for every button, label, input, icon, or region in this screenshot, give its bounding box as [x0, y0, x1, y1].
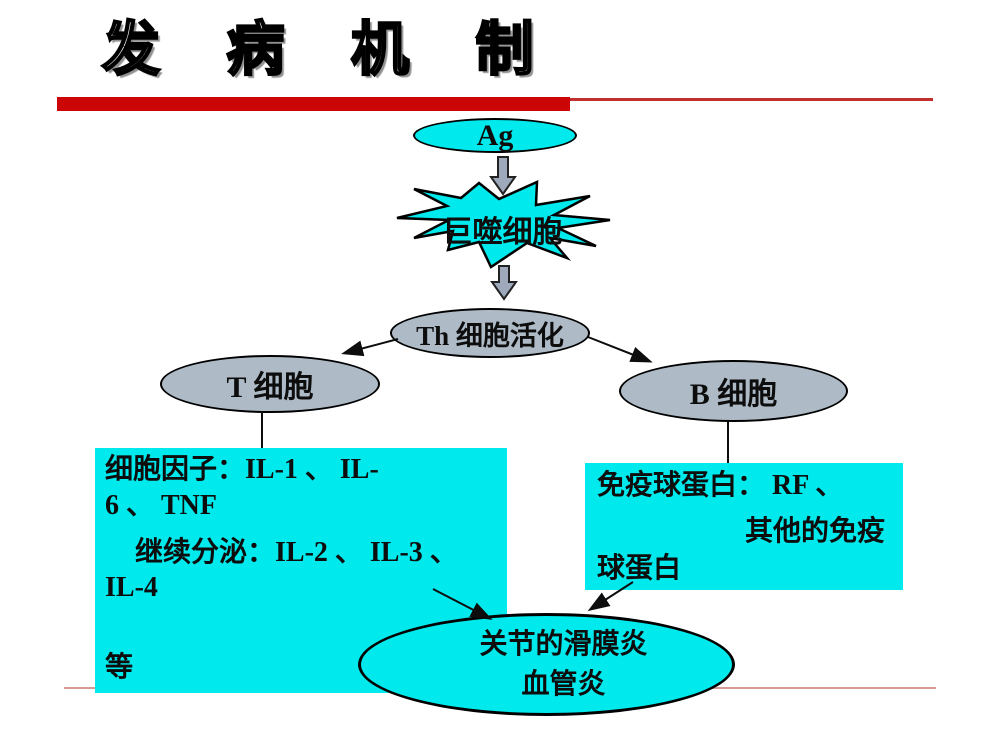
b-box-line: 球蛋白: [597, 553, 682, 584]
block-arrow-macrophage-to-th: [490, 265, 518, 301]
b-cell-products-box: 免疫球蛋白： RF 、 其他的免疫 球蛋白: [585, 463, 903, 590]
title-underline-bar: [57, 97, 570, 111]
th-activation-ellipse: Th 细胞活化: [390, 308, 590, 358]
b-cell-ellipse: B 细胞: [619, 360, 848, 422]
t-box-line: 等: [105, 652, 134, 683]
title-underline-thin-line: [570, 98, 933, 101]
outcome-line-synovitis: 关节的滑膜炎: [479, 628, 648, 660]
t-box-line: 细胞因子：IL-1 、 IL-: [105, 454, 379, 485]
antigen-ellipse: Ag: [413, 118, 577, 153]
t-box-line: IL-4: [105, 572, 158, 603]
b-box-line: 其他的免疫: [744, 516, 885, 547]
outcome-line-vasculitis: 血管炎: [521, 668, 606, 700]
t-cell-ellipse: T 细胞: [160, 355, 380, 413]
page-title: 发 病 机 制: [101, 16, 548, 83]
block-arrow-ag-to-macrophage: [489, 156, 517, 196]
outcome-ellipse: 关节的滑膜炎 血管炎: [358, 613, 735, 716]
b-box-line: 免疫球蛋白： RF 、: [597, 470, 844, 501]
macrophage-label: 巨噬细胞: [442, 216, 563, 249]
t-box-line: 继续分泌：IL-2 、 IL-3 、: [135, 537, 458, 568]
t-box-line: 6 、 TNF: [105, 490, 218, 521]
edge-th-to-b-cell: [587, 336, 653, 363]
edge-th-to-t-cell: [341, 338, 399, 357]
